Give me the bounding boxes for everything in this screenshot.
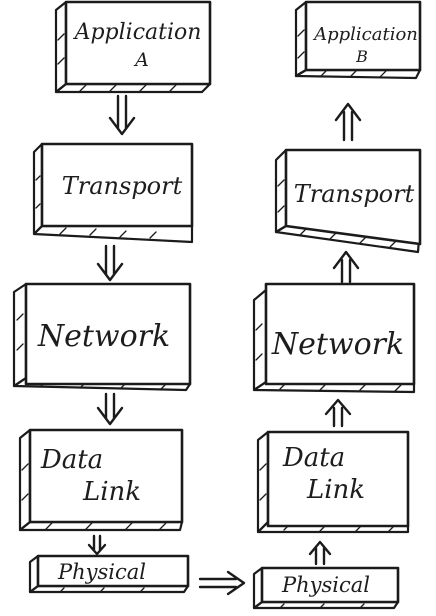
left-application-box: Application A [54,0,212,94]
right-physical-box: Physical [252,566,400,610]
left-datalink-label: Data [40,445,103,475]
left-application-host-label: A [133,49,149,71]
right-arrow-transport-app [334,102,362,142]
left-arrow-network-datalink [96,392,124,426]
left-transport-label: Transport [62,172,183,200]
left-physical-box: Physical [28,554,190,594]
right-datalink-box: Data Link [256,430,410,534]
right-arrow-physical-datalink [308,540,332,566]
right-application-box: Application B [294,0,422,80]
right-network-box: Network [252,282,416,394]
left-arrow-app-transport [108,94,136,136]
left-arrow-datalink-physical [87,534,107,556]
right-arrow-datalink-network [324,398,352,428]
right-datalink-label-2: Link [306,475,365,505]
left-transport-box: Transport [32,142,194,244]
right-network-label: Network [271,327,404,362]
left-datalink-label-2: Link [82,477,141,507]
left-datalink-box: Data Link [18,428,184,532]
right-transport-box: Transport [274,148,422,254]
physical-link-arrow [198,570,246,596]
left-network-box: Network [12,282,192,392]
right-transport-label: Transport [294,180,415,208]
left-network-label: Network [37,319,170,354]
left-application-label: Application [73,20,202,45]
right-arrow-network-transport [332,250,360,284]
left-physical-label: Physical [57,560,146,584]
left-arrow-transport-network [96,244,124,282]
right-physical-label: Physical [281,573,370,597]
right-datalink-label: Data [282,443,345,473]
right-application-label: Application [312,24,418,45]
right-application-host-label: B [355,47,368,66]
